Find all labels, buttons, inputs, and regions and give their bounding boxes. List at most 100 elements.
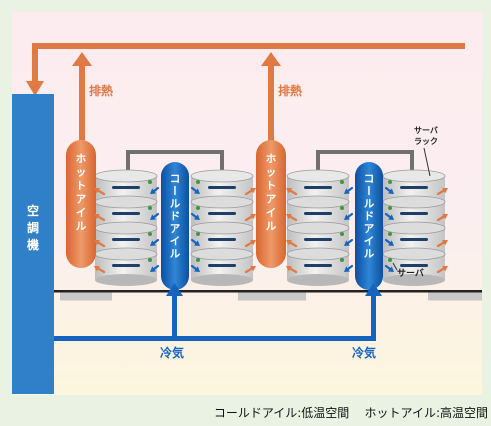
server-disc-top bbox=[94, 169, 158, 183]
vertical-char: ー bbox=[362, 185, 374, 196]
server-disc-top bbox=[286, 247, 350, 261]
small-orange-arrow-icon bbox=[436, 187, 448, 196]
server-slot bbox=[208, 212, 236, 215]
small-blue-arrow-icon bbox=[190, 212, 200, 220]
exhaust-heat-label-1: 排熱 bbox=[89, 83, 113, 98]
server-slot bbox=[208, 238, 236, 241]
small-blue-arrow-icon bbox=[384, 238, 394, 246]
server-led bbox=[196, 206, 200, 210]
arrow-up-orange-icon bbox=[261, 52, 281, 66]
server-slot bbox=[304, 264, 332, 267]
vertical-char: ル bbox=[266, 221, 277, 233]
vertical-char: ル bbox=[170, 248, 181, 260]
server-disc-top bbox=[382, 247, 446, 261]
hot-aisle-label-1: ホットアイル bbox=[76, 153, 87, 233]
server-rack bbox=[190, 169, 254, 286]
small-orange-arrow-icon bbox=[244, 239, 256, 248]
cool-air-label-1: 冷気 bbox=[160, 345, 184, 360]
server-led bbox=[340, 258, 344, 262]
server-led bbox=[340, 232, 344, 236]
small-orange-arrow-icon bbox=[244, 213, 256, 222]
ac-unit-char-3: 機 bbox=[27, 237, 39, 252]
server-rack-label-line2: ラック bbox=[414, 136, 438, 146]
vertical-char: ー bbox=[168, 185, 180, 196]
server-led bbox=[148, 232, 152, 236]
arrow-up-blue-icon bbox=[365, 283, 382, 296]
ac-unit-char-2: 調 bbox=[27, 220, 39, 235]
vertical-char: ト bbox=[266, 180, 277, 192]
cool-air-path bbox=[54, 283, 382, 341]
small-blue-arrow-icon bbox=[150, 186, 160, 194]
server-led bbox=[388, 232, 392, 236]
server-disc-top bbox=[286, 195, 350, 209]
rack-base bbox=[95, 274, 157, 286]
server-slot bbox=[208, 264, 236, 267]
return-duct bbox=[26, 43, 465, 162]
arrow-up-orange-icon bbox=[72, 52, 92, 66]
vertical-char: ッ bbox=[266, 167, 277, 179]
server-disc-top bbox=[382, 169, 446, 183]
server-led bbox=[340, 206, 344, 210]
vertical-char: コ bbox=[364, 173, 375, 185]
vertical-char: イ bbox=[76, 207, 87, 219]
small-orange-arrow-icon bbox=[244, 187, 256, 196]
server-label: サーバ bbox=[397, 268, 424, 279]
legend-hot: ホットアイル:高温空間 bbox=[364, 406, 488, 420]
rack-connectors bbox=[126, 150, 414, 176]
server-disc-top bbox=[190, 247, 254, 261]
small-orange-arrow-icon bbox=[436, 265, 448, 274]
server-led bbox=[340, 180, 344, 184]
small-orange-arrow-icon bbox=[286, 213, 298, 222]
cold-aisle-1: コールドアイル bbox=[161, 162, 189, 290]
server-slot bbox=[112, 238, 140, 241]
vertical-char: ア bbox=[266, 194, 277, 206]
arrow-up-blue-icon bbox=[166, 283, 183, 296]
small-blue-arrow-icon bbox=[344, 186, 354, 194]
server-disc-top bbox=[190, 221, 254, 235]
server-rack-callout: サーバ ラック bbox=[414, 126, 438, 177]
hot-aisle-label-2: ホットアイル bbox=[266, 153, 277, 233]
small-orange-arrow-icon bbox=[94, 239, 106, 248]
vertical-char: コ bbox=[170, 173, 181, 185]
server-disc-top bbox=[286, 169, 350, 183]
small-blue-arrow-icon bbox=[384, 264, 394, 272]
small-blue-arrow-icon bbox=[344, 264, 354, 272]
server-slot bbox=[304, 186, 332, 189]
vertical-char: イ bbox=[266, 207, 277, 219]
vertical-char: ド bbox=[170, 211, 181, 223]
vertical-char: ッ bbox=[76, 167, 87, 179]
small-orange-arrow-icon bbox=[244, 265, 256, 274]
server-rack bbox=[286, 169, 350, 286]
raised-floor bbox=[54, 290, 482, 301]
server-disc-top bbox=[190, 195, 254, 209]
cool-air-label-2: 冷気 bbox=[352, 345, 376, 360]
hot-aisle-2: ホットアイル bbox=[256, 140, 286, 268]
server-led bbox=[148, 180, 152, 184]
cold-aisle-label-1: コールドアイル bbox=[168, 173, 181, 260]
vertical-char: ル bbox=[170, 198, 181, 210]
ac-unit: 空 調 機 bbox=[12, 94, 54, 394]
small-orange-arrow-icon bbox=[286, 187, 298, 196]
small-blue-arrow-icon bbox=[384, 212, 394, 220]
server-disc-top bbox=[94, 221, 158, 235]
small-orange-arrow-icon bbox=[436, 239, 448, 248]
small-blue-arrow-icon bbox=[384, 186, 394, 194]
small-orange-arrow-icon bbox=[286, 239, 298, 248]
vertical-char: ホ bbox=[76, 153, 87, 165]
server-slot bbox=[208, 186, 236, 189]
server-disc-top bbox=[382, 195, 446, 209]
server-disc-top bbox=[286, 221, 350, 235]
small-orange-arrow-icon bbox=[94, 213, 106, 222]
small-blue-arrow-icon bbox=[344, 238, 354, 246]
rack-base bbox=[191, 274, 253, 286]
server-led bbox=[388, 180, 392, 184]
vertical-char: ト bbox=[76, 180, 87, 192]
cold-aisle-2: コールドアイル bbox=[355, 162, 383, 290]
small-orange-arrow-icon bbox=[94, 187, 106, 196]
hot-aisle-1: ホットアイル bbox=[66, 140, 96, 268]
vertical-char: ル bbox=[364, 248, 375, 260]
small-orange-arrow-icon bbox=[286, 265, 298, 274]
server-led bbox=[388, 258, 392, 262]
server-slot bbox=[112, 186, 140, 189]
legend-caption: コールドアイル:低温空間 ホットアイル:高温空間 bbox=[0, 404, 488, 421]
